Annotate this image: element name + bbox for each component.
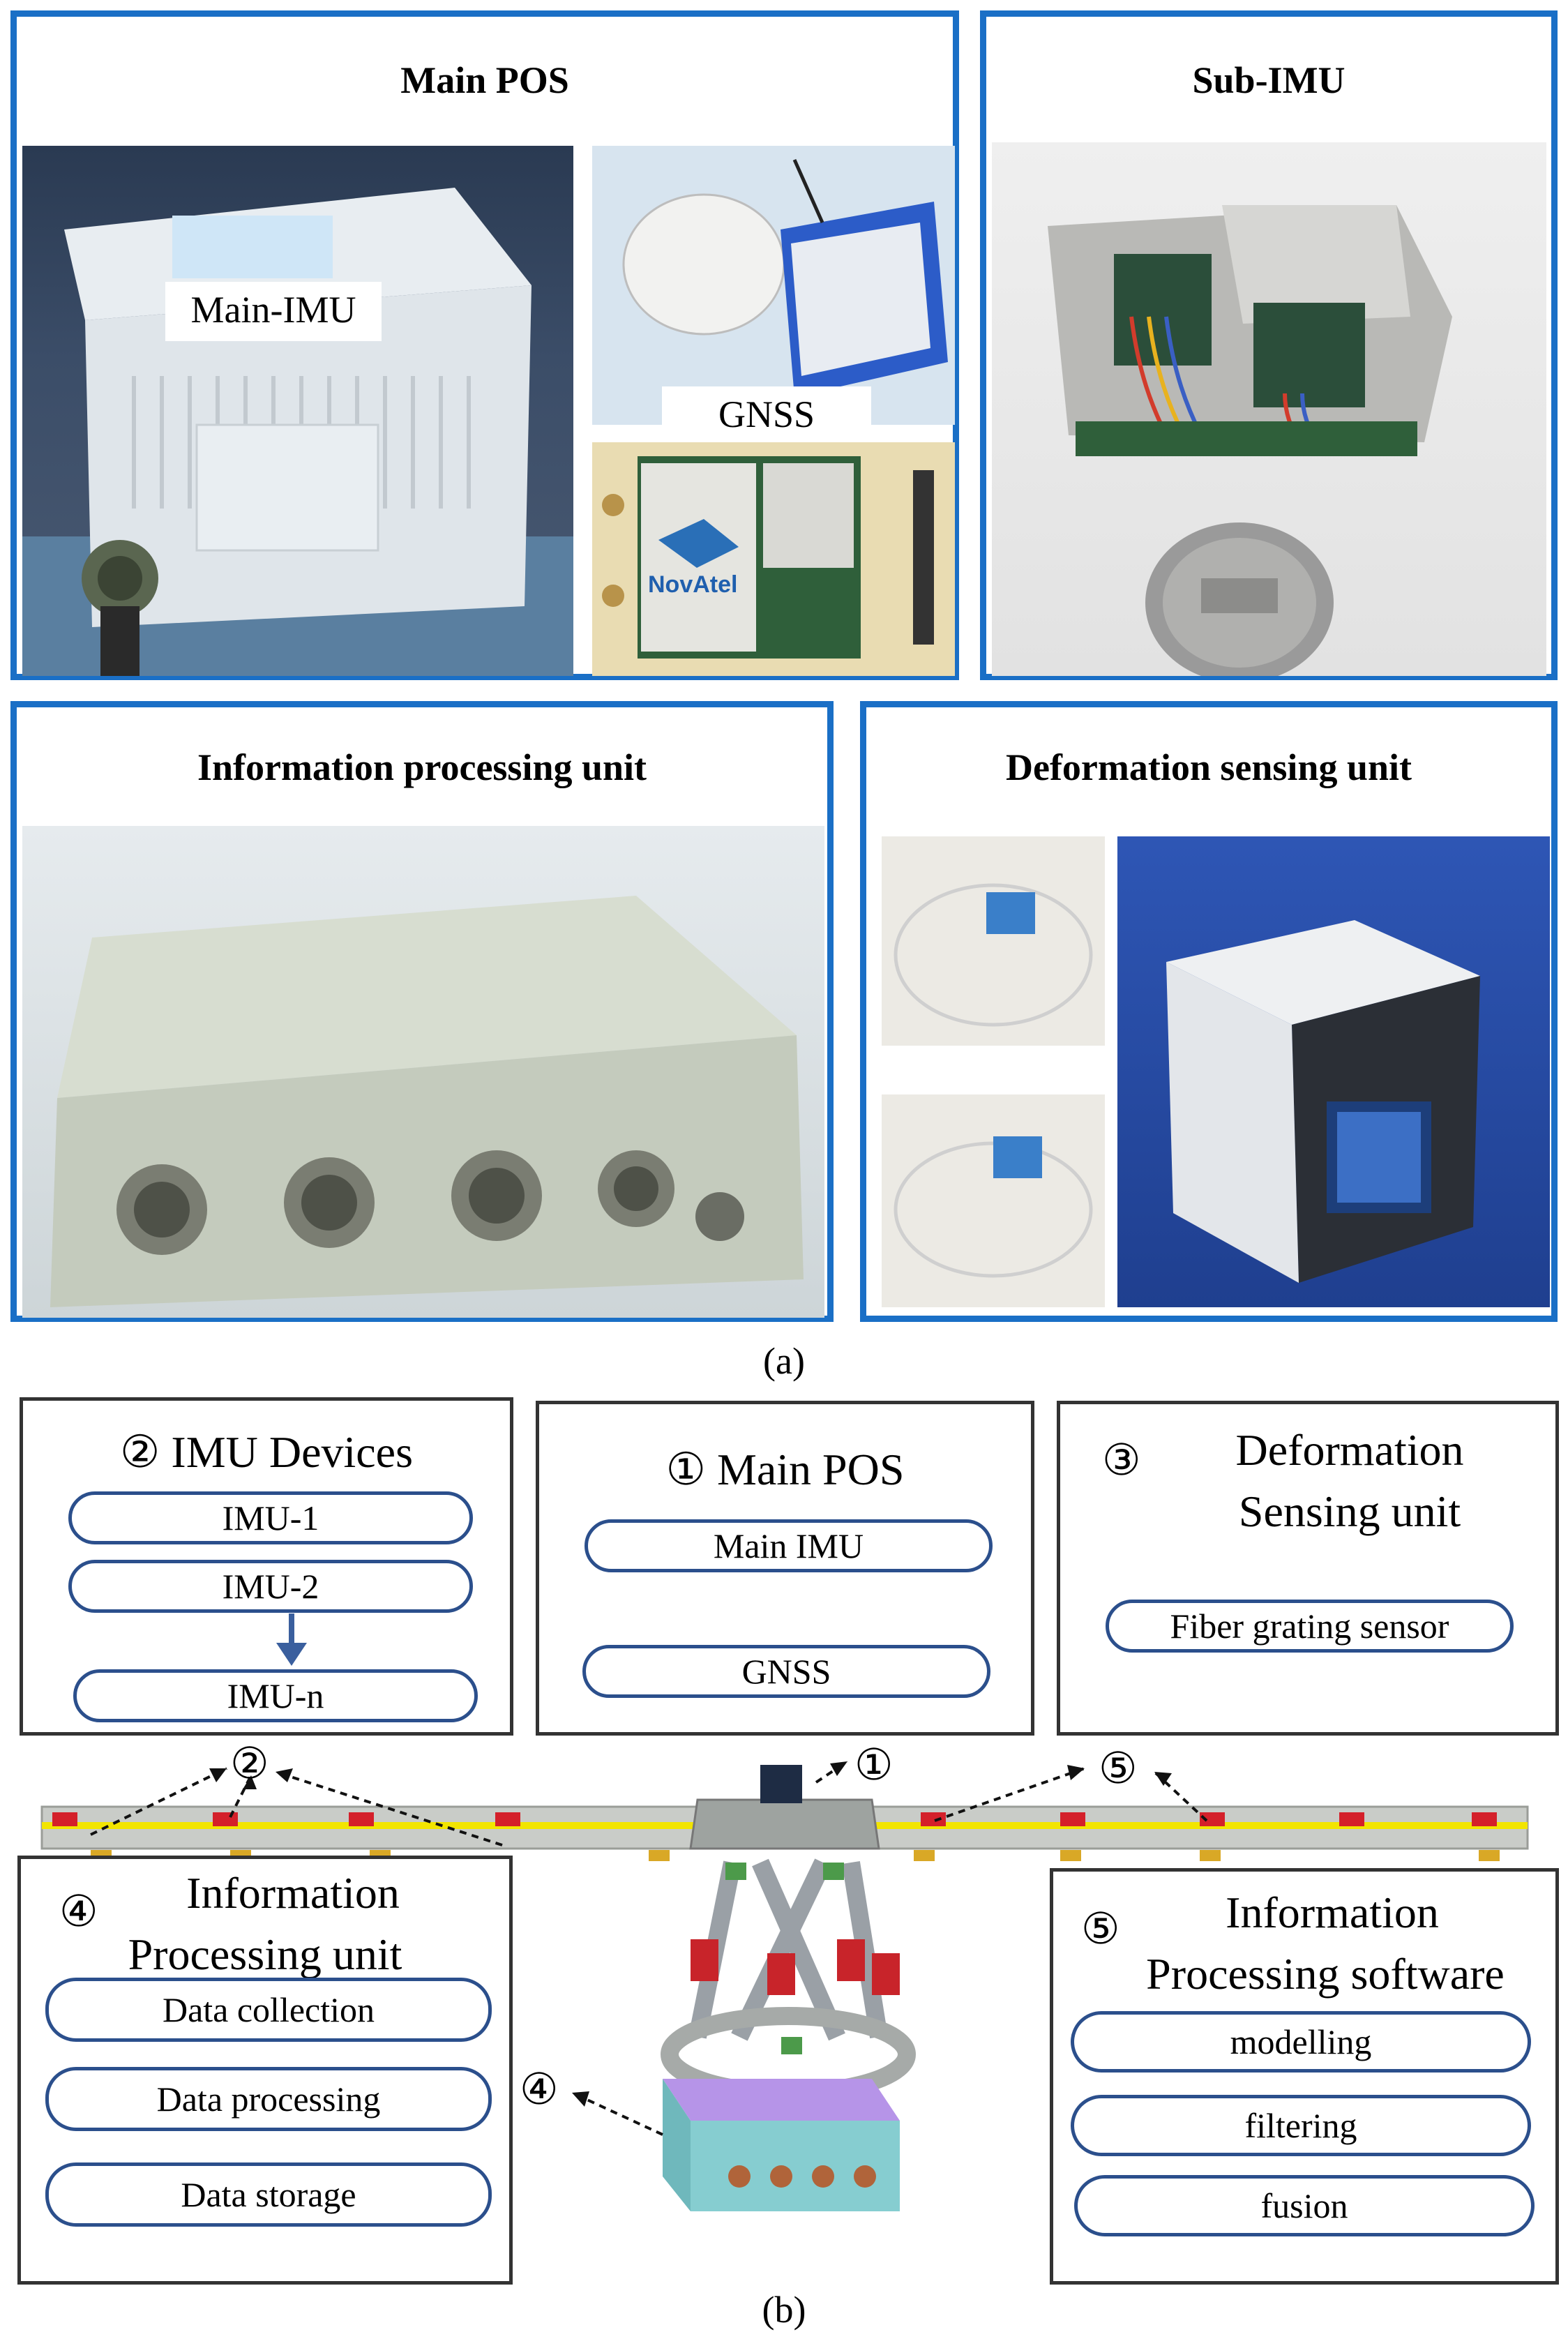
fiber-ring-illustration-1: [894, 883, 1093, 1027]
main-pos-title: Main POS: [400, 59, 569, 101]
demodulator-photo: [1117, 836, 1550, 1307]
imu-devices-heading: ② IMU Devices: [23, 1422, 510, 1483]
marker-imu-devices: ②: [230, 1740, 269, 1788]
sub-imu-panel: Sub-IMU: [980, 10, 1558, 680]
gnss-label: GNSS: [662, 386, 871, 446]
bench-illustration: [40, 1760, 1529, 2211]
fiber-sensor-photo-2: [882, 1094, 1105, 1307]
sub-imu-illustration: [1048, 205, 1452, 676]
gnss-board-photo: NovAtel: [592, 442, 955, 676]
main-imu-label: Main-IMU: [165, 282, 382, 341]
filtering-pill: filtering: [1071, 2095, 1531, 2156]
fusion-pill: fusion: [1074, 2175, 1535, 2236]
main-pos-box: ① Main POS Main IMU GNSS: [536, 1401, 1034, 1736]
main-pos-panel: Main POS Main-IMU: [10, 10, 959, 680]
main-pos-box-title: Main POS: [716, 1445, 905, 1494]
gnss-antenna-photo: [592, 146, 955, 425]
marker-info-unit: ④: [520, 2066, 559, 2114]
imu-devices-number: ②: [120, 1427, 160, 1477]
modelling-pill: modelling: [1071, 2011, 1531, 2073]
marker-main-pos: ①: [854, 1742, 894, 1789]
fiber-sensor-photo-1: [882, 836, 1105, 1046]
info-unit-title-line2: Processing unit: [128, 1929, 402, 1979]
sub-imu-title: Sub-IMU: [1192, 59, 1345, 101]
info-unit-number: ④: [59, 1888, 98, 1936]
novatel-logo-text: NovAtel: [648, 571, 738, 598]
imu-2-pill: IMU-2: [68, 1560, 473, 1613]
gnss-board-illustration: [592, 442, 955, 676]
imu-down-arrow: [276, 1613, 307, 1666]
deformation-photo-panel: Deformation sensing unit: [860, 701, 1558, 1322]
data-collection-pill: Data collection: [45, 1978, 492, 2042]
main-imu-photo: Main-IMU: [22, 146, 573, 676]
gnss-antenna-illustration: [592, 146, 955, 425]
demodulator-illustration: [1166, 920, 1480, 1283]
info-unit-photo: [22, 826, 824, 1318]
data-storage-pill: Data storage: [45, 2162, 492, 2227]
info-software-title-line1: Information: [1226, 1888, 1439, 1937]
sub-imu-photo: [992, 142, 1546, 676]
deformation-title-line2: Sensing unit: [1238, 1487, 1461, 1536]
info-unit-box: ④ Information Processing unit Data colle…: [17, 1856, 513, 2285]
main-pos-number: ①: [665, 1445, 706, 1494]
deformation-number: ③: [1102, 1437, 1141, 1484]
deformation-box: ③ Deformation Sensing unit Fiber grating…: [1057, 1401, 1559, 1736]
deformation-title-line1: Deformation: [1235, 1425, 1464, 1475]
data-processing-pill: Data processing: [45, 2067, 492, 2131]
gnss-pill: GNSS: [582, 1645, 990, 1698]
imu-devices-title: IMU Devices: [171, 1427, 413, 1477]
main-imu-illustration: [22, 188, 573, 676]
info-unit-title-line1: Information: [186, 1868, 400, 1918]
imu-1-pill: IMU-1: [68, 1491, 473, 1544]
info-software-box: ⑤ Information Processing software modell…: [1050, 1868, 1559, 2285]
caption-b: (b): [762, 2289, 806, 2331]
fiber-grating-pill: Fiber grating sensor: [1106, 1600, 1514, 1653]
info-software-number: ⑤: [1081, 1906, 1120, 1953]
deformation-photo-title: Deformation sensing unit: [1005, 746, 1412, 788]
marker-info-software: ⑤: [1099, 1745, 1138, 1793]
caption-a: (a): [763, 1340, 805, 1382]
info-unit-photo-panel: Information processing unit: [10, 701, 834, 1322]
info-unit-illustration: [50, 896, 804, 1307]
info-unit-photo-title: Information processing unit: [197, 746, 647, 788]
imu-n-pill: IMU-n: [73, 1669, 478, 1722]
info-software-title-line2: Processing software: [1146, 1949, 1505, 1999]
main-imu-pill: Main IMU: [585, 1519, 993, 1572]
imu-devices-box: ② IMU Devices IMU-1 IMU-2 IMU-n: [20, 1397, 513, 1736]
main-pos-heading: ① Main POS: [539, 1439, 1031, 1500]
fiber-ring-illustration-2: [894, 1136, 1093, 1278]
